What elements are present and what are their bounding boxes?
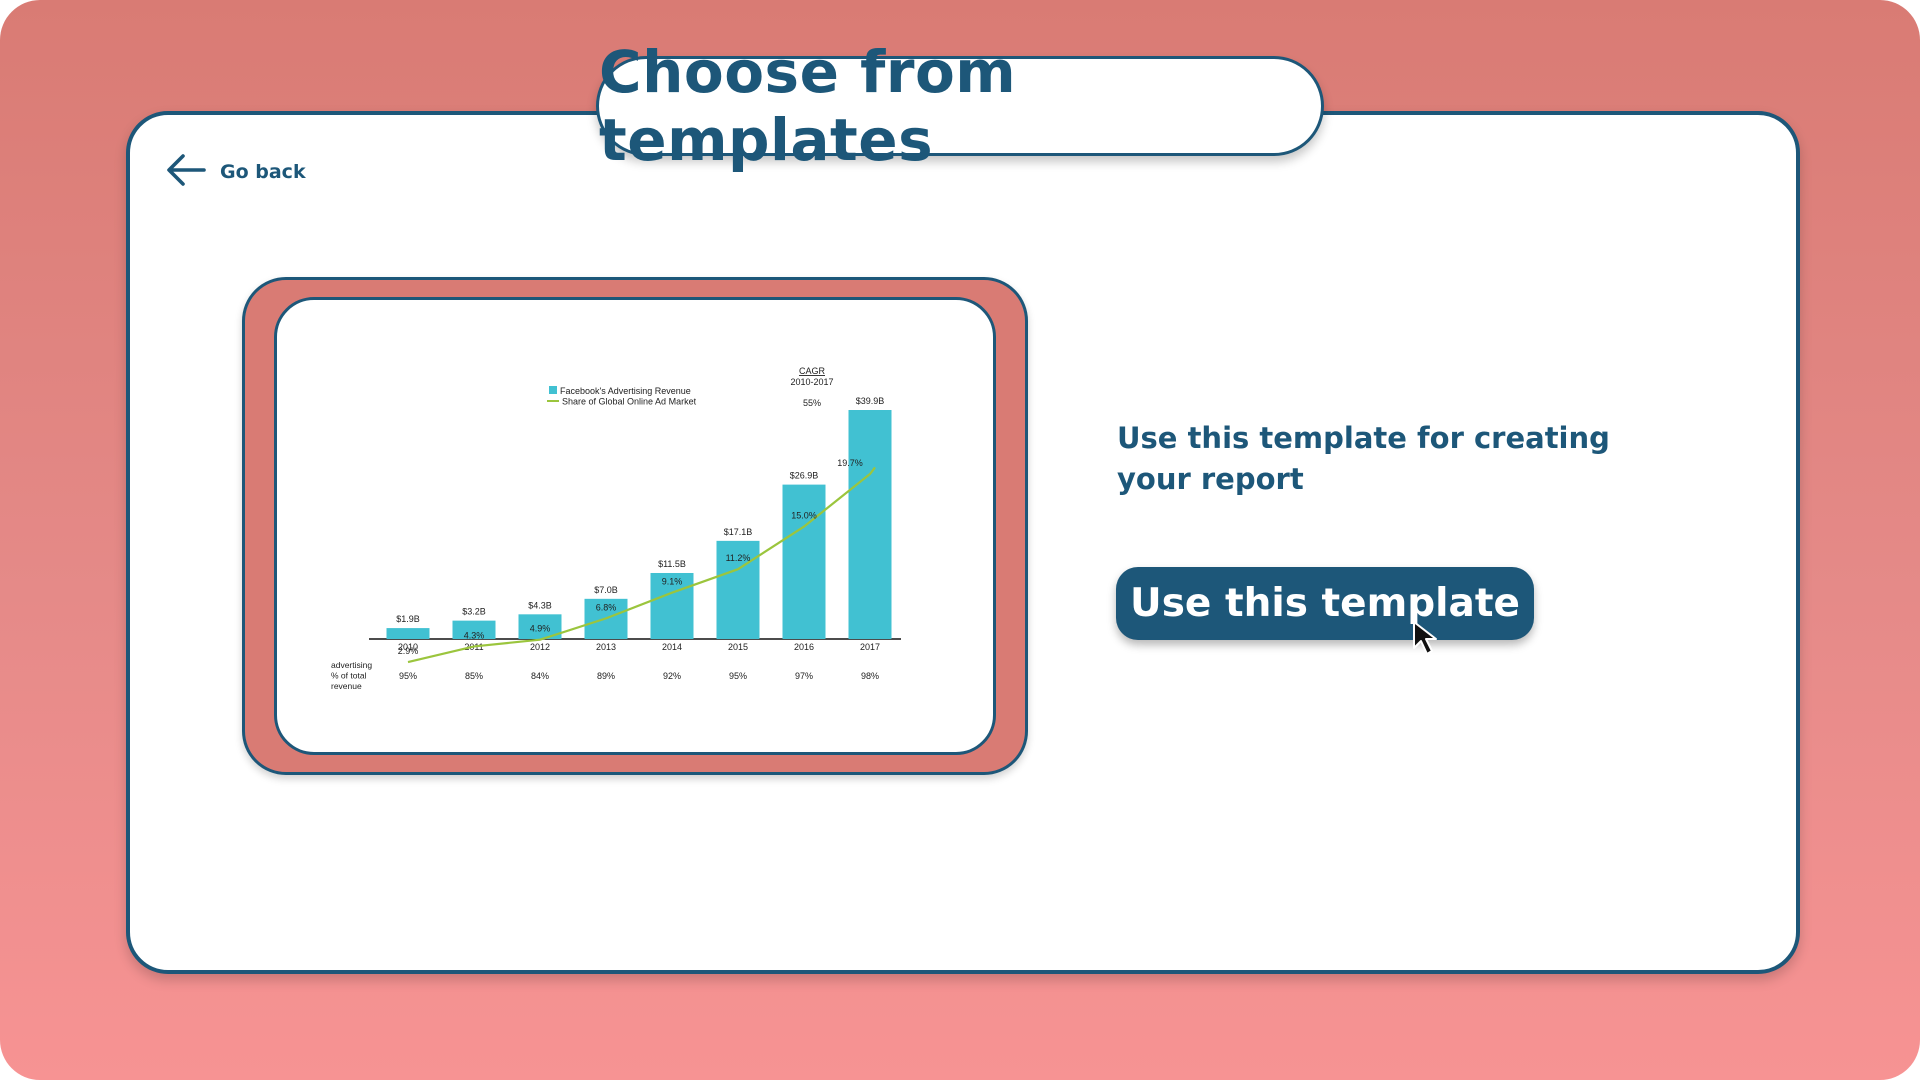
go-back-button[interactable]: Go back: [166, 152, 306, 192]
bottom-row-label: revenue: [331, 681, 362, 691]
chart-bar: [848, 410, 892, 639]
chart-bar: [386, 628, 430, 639]
x-tick-label: 2016: [794, 642, 814, 652]
bar-value-label: $26.9B: [790, 471, 819, 481]
use-template-button-label: Use this template: [1130, 581, 1520, 626]
x-tick-label: 2012: [530, 642, 550, 652]
bar-value-label: $1.9B: [396, 614, 420, 624]
template-chart: $1.9B201095%$3.2B201185%$4.3B201284%$7.0…: [331, 366, 901, 691]
bottom-row-value: 85%: [465, 671, 483, 681]
x-tick-label: 2014: [662, 642, 682, 652]
legend-bar-swatch: [549, 386, 557, 394]
bottom-row-value: 95%: [729, 671, 747, 681]
mouse-pointer-icon: [1412, 620, 1446, 662]
line-value-label: 19.7%: [837, 458, 863, 468]
page-title-pill: Choose from templates: [596, 38, 1324, 174]
bottom-row-label: % of total: [331, 671, 367, 681]
bar-value-label: $3.2B: [462, 607, 486, 617]
bottom-row-value: 84%: [531, 671, 549, 681]
line-value-label: 4.3%: [464, 630, 485, 640]
legend-bar-label: Facebook's Advertising Revenue: [560, 386, 691, 396]
bar-value-label: $17.1B: [724, 527, 753, 537]
chart-bar: [716, 540, 760, 639]
bottom-row-value: 89%: [597, 671, 615, 681]
chart-bar: [650, 572, 694, 639]
bar-value-label: $39.9B: [856, 396, 885, 406]
bar-value-label: $7.0B: [594, 585, 618, 595]
bar-value-label: $11.5B: [658, 559, 686, 569]
bottom-row-value: 97%: [795, 671, 813, 681]
line-value-label: 6.8%: [596, 602, 617, 612]
use-template-button[interactable]: Use this template: [1116, 567, 1534, 640]
x-tick-label: 2017: [860, 642, 880, 652]
line-value-label: 4.9%: [530, 624, 551, 634]
page-title: Choose from templates: [599, 38, 1017, 174]
bottom-row-value: 98%: [861, 671, 879, 681]
cagr-period: 2010-2017: [790, 377, 833, 387]
bottom-row-value: 95%: [399, 671, 417, 681]
bar-value-label: $4.3B: [528, 600, 552, 610]
cagr-value: 55%: [803, 398, 821, 408]
legend-line-label: Share of Global Online Ad Market: [562, 397, 697, 407]
template-description: Use this template for creating your repo…: [1117, 421, 1610, 496]
line-value-label: 2.9%: [398, 646, 419, 656]
x-tick-label: 2015: [728, 642, 748, 652]
bottom-row-value: 92%: [663, 671, 681, 681]
line-value-label: 11.2%: [726, 553, 751, 563]
line-value-label: 9.1%: [662, 577, 683, 587]
bottom-row-label: advertising: [331, 660, 372, 670]
x-tick-label: 2013: [596, 642, 616, 652]
go-back-label: Go back: [220, 161, 306, 183]
line-value-label: 15.0%: [791, 511, 817, 521]
x-tick-label: 2010: [398, 642, 418, 652]
cagr-title: CAGR: [799, 366, 826, 376]
chart-bar: [782, 484, 826, 639]
share-line: [407, 466, 876, 664]
arrow-left-icon: [166, 153, 206, 191]
chart-bar: [452, 620, 496, 639]
